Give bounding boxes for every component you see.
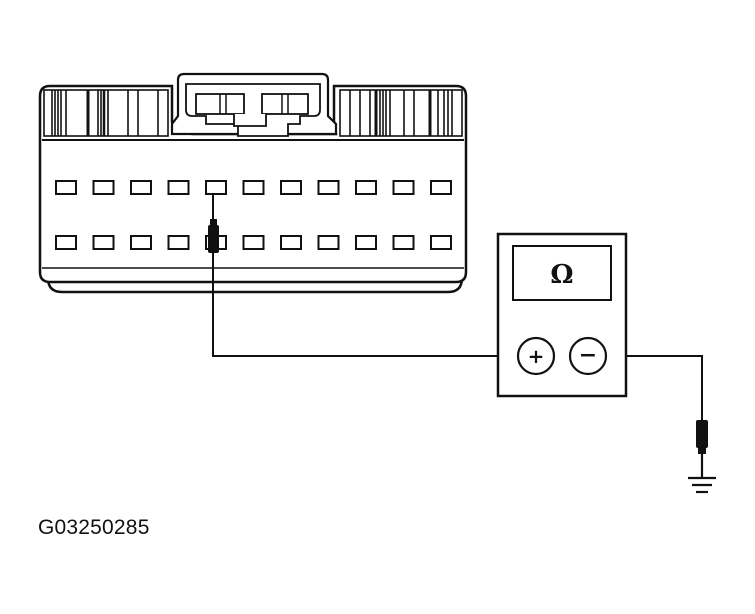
pin-row-bottom	[55, 235, 452, 250]
pin-cavity-bottom-7	[280, 235, 302, 250]
pin-cavity-bottom-2	[92, 235, 115, 250]
pin-cavity-bottom-8	[317, 235, 340, 250]
test-lead-negative	[605, 355, 708, 454]
positive-terminal-icon	[516, 336, 556, 376]
pin-cavity-top-1	[55, 180, 77, 195]
pin-cavity-top-6	[242, 180, 265, 195]
negative-terminal: −	[568, 336, 608, 376]
pin-cavity-top-5	[205, 180, 227, 195]
pin-cavity-top-4	[167, 180, 190, 195]
pin-cavity-top-3	[130, 180, 152, 195]
positive-probe-tip	[208, 225, 219, 253]
pin-cavity-bottom-4	[167, 235, 190, 250]
negative-terminal-label: −	[579, 342, 597, 368]
positive-terminal: +	[516, 336, 556, 376]
figure-code: G03250285	[38, 516, 150, 539]
pin-cavity-bottom-10	[392, 235, 415, 250]
pin-row-top	[55, 180, 452, 195]
pin-cavity-top-7	[280, 180, 302, 195]
negative-terminal-icon	[568, 336, 608, 376]
pin-cavity-bottom-11	[430, 235, 452, 250]
right-rib-section	[339, 89, 463, 137]
pin-cavity-top-9	[355, 180, 377, 195]
ground-icon	[688, 454, 716, 494]
ohmmeter: Ω + −	[496, 232, 628, 398]
meter-display	[512, 245, 612, 301]
pin-cavity-bottom-9	[355, 235, 377, 250]
pin-cavity-top-10	[392, 180, 415, 195]
connector-latch	[170, 72, 338, 137]
pin-cavity-bottom-3	[130, 235, 152, 250]
pin-cavity-top-11	[430, 180, 452, 195]
connector-shell-shadow	[46, 92, 464, 294]
negative-probe-clip	[696, 420, 708, 448]
pin-cavity-bottom-1	[55, 235, 77, 250]
left-rib-section	[43, 89, 169, 137]
test-lead-positive	[208, 195, 517, 357]
pin-cavity-bottom-6	[242, 235, 265, 250]
negative-lead-wire	[605, 355, 703, 446]
pin-cavity-top-8	[317, 180, 340, 195]
pin-cavity-top-2	[92, 180, 115, 195]
meter-display-symbol: Ω	[550, 260, 573, 290]
electrical-connector	[38, 72, 468, 294]
positive-terminal-label: +	[528, 344, 545, 368]
